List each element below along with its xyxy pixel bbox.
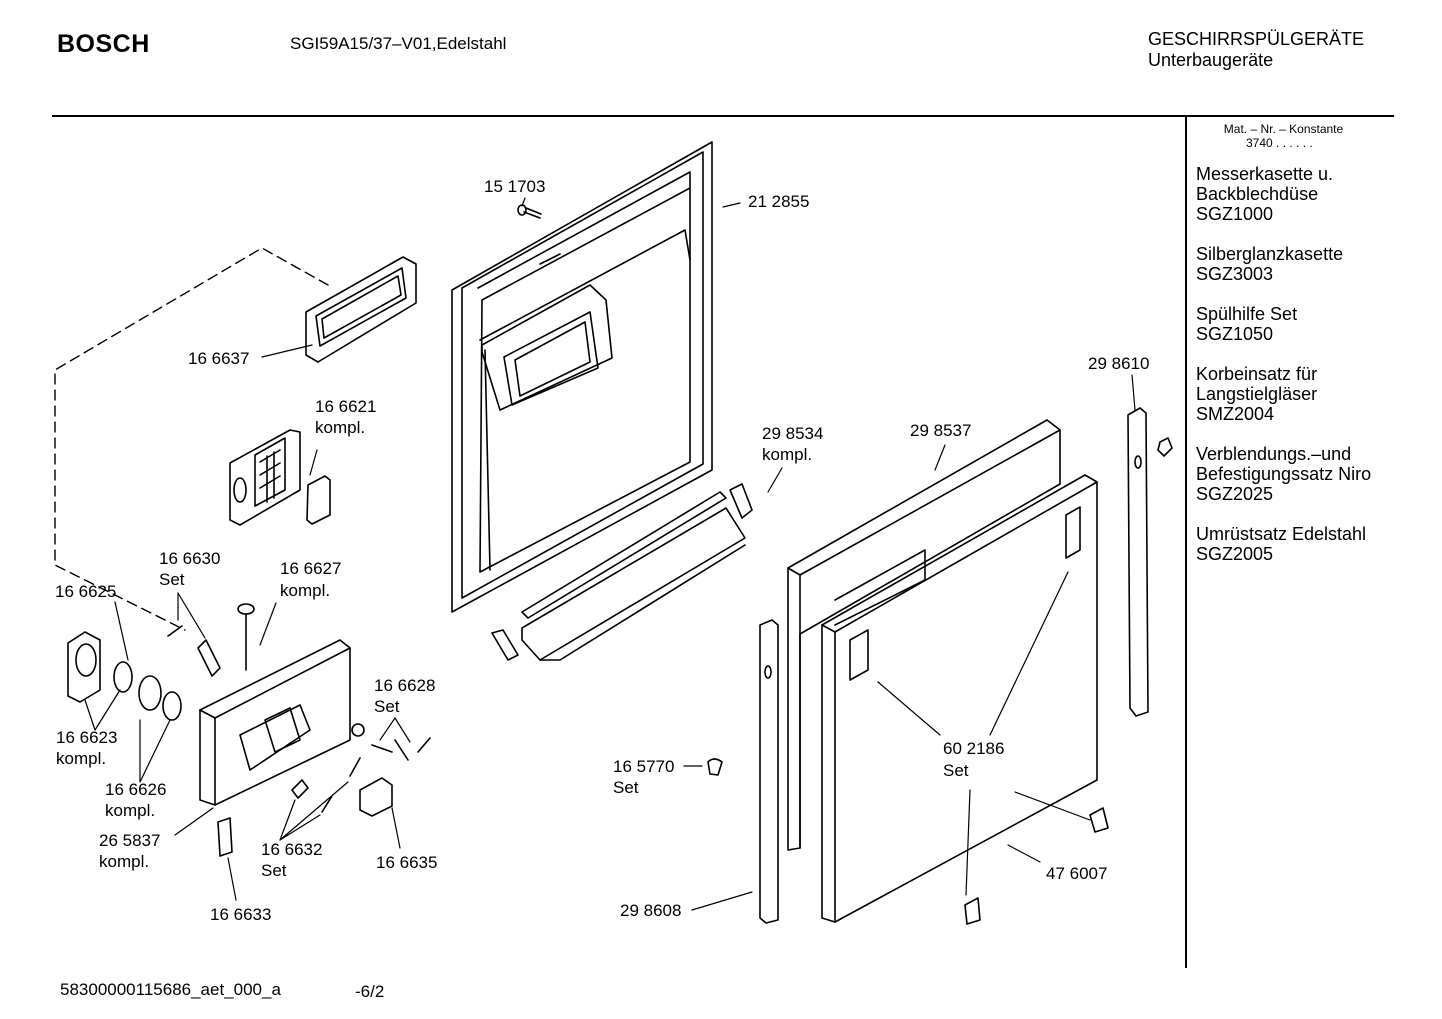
dispenser-housing bbox=[481, 284, 613, 411]
accessory-item: Umrüstsatz Edelstahl SGZ2005 bbox=[1196, 524, 1396, 564]
part-label-166635: 16 6635 bbox=[376, 853, 437, 872]
accessory-line: Verblendungs.–und bbox=[1196, 444, 1352, 464]
part-label-166633: 16 6633 bbox=[210, 905, 271, 924]
accessory-code: SGZ3003 bbox=[1196, 264, 1274, 284]
part-label-298534: 29 8534 bbox=[762, 424, 823, 443]
accessory-code: SGZ1000 bbox=[1196, 204, 1274, 224]
assembly-dashed-line bbox=[54, 247, 329, 631]
accessory-item: Verblendungs.–und Befestigungssatz Niro … bbox=[1196, 444, 1396, 504]
part-label-166623-sub: kompl. bbox=[56, 749, 106, 768]
detergent-lid bbox=[67, 631, 101, 703]
spring-part bbox=[321, 795, 333, 813]
accessory-line: Backblechdüse bbox=[1196, 184, 1319, 204]
accessory-code: SGZ2005 bbox=[1196, 544, 1274, 564]
dispenser-seal-frame bbox=[305, 256, 417, 363]
part-label-166632-sub: Set bbox=[261, 861, 287, 880]
accessory-item: Silberglanzkasette SGZ3003 bbox=[1196, 244, 1396, 284]
part-label-476007: 47 6007 bbox=[1046, 864, 1107, 883]
part-label-166623: 16 6623 bbox=[56, 728, 117, 747]
accessory-sidebar: Mat. – Nr. – Konstante 3740 . . . . . . … bbox=[1196, 122, 1396, 564]
part-label-298534-sub: kompl. bbox=[762, 445, 812, 464]
float-part bbox=[237, 603, 255, 615]
part-label-265837: 26 5837 bbox=[99, 831, 160, 850]
part-label-166626: 16 6626 bbox=[105, 780, 166, 799]
clip-part bbox=[291, 779, 309, 799]
page-number: -6/2 bbox=[355, 982, 385, 1001]
part-label-166627: 16 6627 bbox=[280, 559, 341, 578]
spring-part bbox=[167, 625, 183, 637]
category-title: GESCHIRRSPÜLGERÄTE bbox=[1148, 29, 1365, 49]
sidebar-divider bbox=[1185, 116, 1187, 968]
right-side-strip bbox=[1127, 407, 1149, 717]
screw-part bbox=[517, 204, 542, 219]
cover-plate-part bbox=[217, 817, 233, 857]
rinse-aid-cover bbox=[229, 429, 301, 526]
small-seal-pad bbox=[306, 475, 331, 525]
part-label-166627-sub: kompl. bbox=[280, 581, 330, 600]
part-label-166621: 16 6621 bbox=[315, 397, 376, 416]
accessory-code: SMZ2004 bbox=[1196, 404, 1275, 424]
clip-part bbox=[1157, 437, 1173, 457]
mounting-bracket bbox=[964, 897, 981, 925]
mat-number-value: 3740 . . . . . . bbox=[1246, 136, 1313, 150]
accessory-code: SGZ2025 bbox=[1196, 484, 1274, 504]
inner-door-panel bbox=[451, 141, 713, 613]
part-label-166632: 16 6632 bbox=[261, 840, 322, 859]
o-ring-part bbox=[162, 691, 182, 721]
outer-door-panel bbox=[787, 419, 1061, 851]
lever-part bbox=[371, 739, 409, 761]
accessory-line: Spülhilfe Set bbox=[1196, 304, 1298, 324]
part-label-298537: 29 8537 bbox=[910, 421, 971, 440]
lever-part bbox=[197, 639, 221, 677]
category-subtitle: Unterbaugeräte bbox=[1148, 50, 1274, 70]
mounting-bracket bbox=[1089, 807, 1109, 833]
control-housing bbox=[199, 639, 351, 806]
header-divider bbox=[52, 115, 1394, 117]
accessory-line: Messerkasette u. bbox=[1196, 164, 1334, 184]
left-side-strip bbox=[759, 619, 779, 924]
part-label-602186: 60 2186 bbox=[943, 739, 1004, 758]
accessory-line: Korbeinsatz für bbox=[1196, 364, 1318, 384]
part-label-212855: 21 2855 bbox=[748, 192, 809, 211]
part-label-166626-sub: kompl. bbox=[105, 801, 155, 820]
accessory-item: Korbeinsatz für Langstielgläser SMZ2004 bbox=[1196, 364, 1396, 424]
mat-number-header: Mat. – Nr. – Konstante bbox=[1223, 122, 1344, 136]
model-number: SGI59A15/37–V01,Edelstahl bbox=[290, 34, 507, 53]
part-label-166630: 16 6630 bbox=[159, 549, 220, 568]
switch-part bbox=[359, 777, 393, 817]
part-label-602186-sub: Set bbox=[943, 761, 969, 780]
document-code: 58300000115686_aet_000_a bbox=[60, 980, 281, 999]
part-label-166621-sub: kompl. bbox=[315, 418, 365, 437]
part-label-165770: 16 5770 bbox=[613, 757, 674, 776]
part-label-151703: 15 1703 bbox=[484, 177, 545, 196]
piston-part bbox=[138, 675, 162, 711]
o-ring-part bbox=[113, 661, 133, 693]
spring-part bbox=[349, 757, 361, 777]
part-label-166628-sub: Set bbox=[374, 697, 400, 716]
ring-part bbox=[351, 723, 365, 737]
part-label-166625: 16 6625 bbox=[55, 582, 116, 601]
door-trim-strip bbox=[491, 483, 753, 661]
brand-logo: BOSCH bbox=[57, 30, 150, 58]
accessory-line: Langstielgläser bbox=[1196, 384, 1318, 404]
part-label-166628: 16 6628 bbox=[374, 676, 435, 695]
spring-part bbox=[417, 737, 431, 753]
exploded-parts-diagram: 15 1703 21 2855 16 6637 16 6621 kompl. 2… bbox=[54, 141, 1173, 925]
part-label-166630-sub: Set bbox=[159, 570, 185, 589]
accessory-item: Messerkasette u. Backblechdüse SGZ1000 bbox=[1196, 164, 1396, 224]
part-label-165770-sub: Set bbox=[613, 778, 639, 797]
part-label-166637: 16 6637 bbox=[188, 349, 249, 368]
part-label-298610: 29 8610 bbox=[1088, 354, 1149, 373]
accessory-list: Messerkasette u. Backblechdüse SGZ1000 S… bbox=[1196, 164, 1396, 564]
cap-part bbox=[707, 758, 723, 776]
accessory-code: SGZ1050 bbox=[1196, 324, 1274, 344]
accessory-line: Befestigungssatz Niro bbox=[1196, 464, 1372, 484]
accessory-item: Spülhilfe Set SGZ1050 bbox=[1196, 304, 1396, 344]
accessory-line: Silberglanzkasette bbox=[1196, 244, 1344, 264]
decor-panel bbox=[821, 474, 1098, 923]
accessory-line: Umrüstsatz Edelstahl bbox=[1196, 524, 1367, 544]
part-label-298608: 29 8608 bbox=[620, 901, 681, 920]
part-label-265837-sub: kompl. bbox=[99, 852, 149, 871]
leader-lines bbox=[84, 197, 1136, 911]
